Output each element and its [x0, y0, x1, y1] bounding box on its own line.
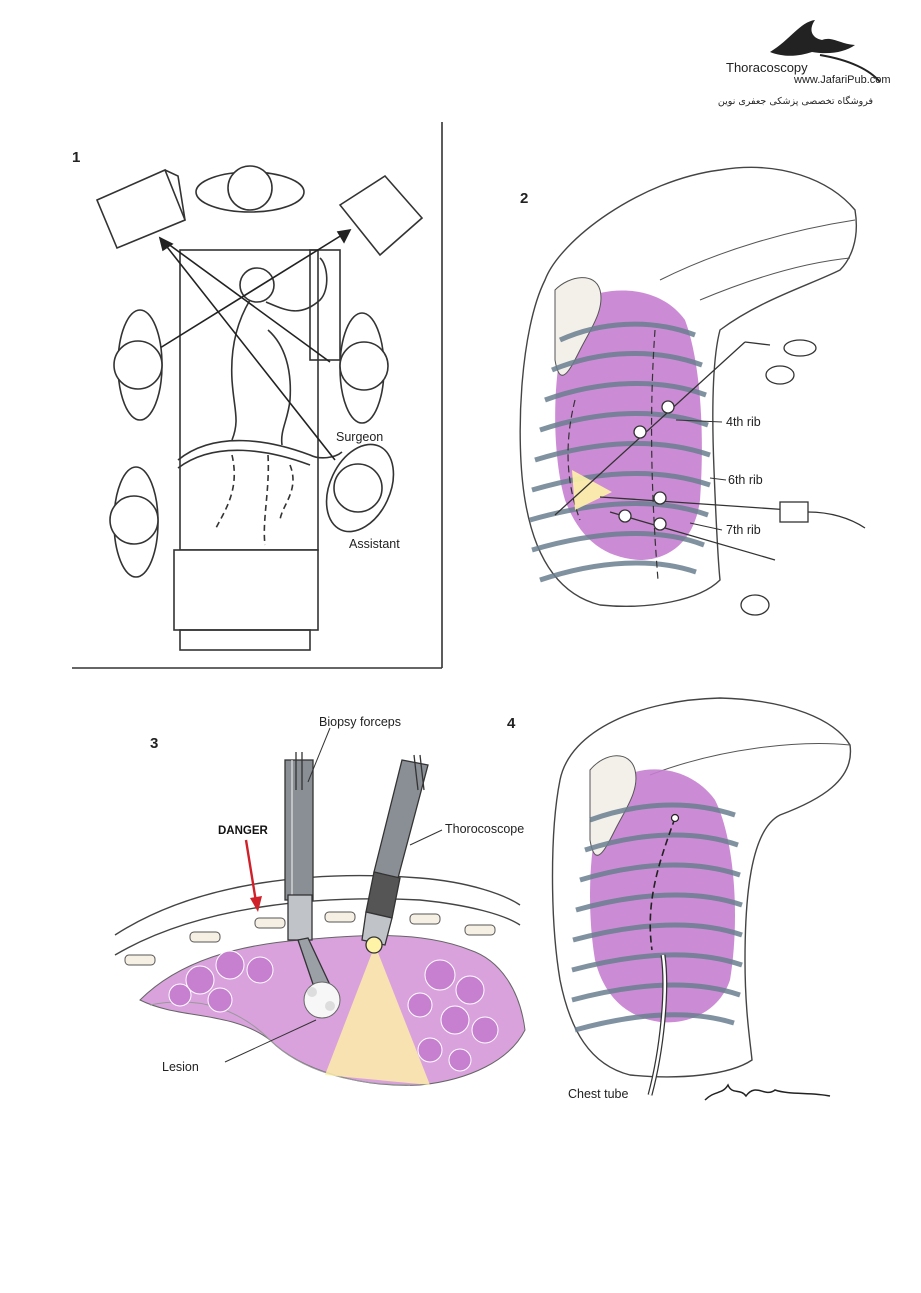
scapula-4	[589, 755, 637, 856]
table-base	[179, 629, 311, 651]
dashed-anterior	[567, 399, 581, 521]
assistant-label: Assistant	[349, 537, 400, 551]
rib-4-label: 4th rib	[726, 415, 761, 429]
scissor-handle-bottom	[740, 594, 770, 616]
header-store-name: فروشگاه تخصصی پزشکی جعفری نوین	[718, 95, 873, 107]
chest-tube-internal	[649, 817, 676, 951]
arm-contour	[699, 257, 851, 301]
panel-2-number: 2	[520, 190, 528, 207]
panel-2-port-placement	[519, 166, 866, 616]
rib-6-label: 6th rib	[728, 473, 763, 487]
rib-sections	[124, 911, 496, 966]
panel-4-number: 4	[507, 715, 516, 732]
danger-arrow	[244, 839, 262, 912]
label-leaders-p2	[675, 419, 727, 531]
shoulder-contour-4	[649, 743, 851, 776]
biopsy-forceps-label: Biopsy forceps	[319, 715, 401, 729]
label-leaders-p3	[224, 727, 443, 1063]
panel-1-or-setup	[72, 122, 443, 669]
table-foot	[173, 549, 319, 631]
anesthetist-figure	[195, 165, 305, 213]
sight-lines	[158, 228, 352, 461]
header-url: www.JafariPub.com	[793, 74, 891, 86]
surgeon-figure	[339, 312, 389, 424]
chest-tube-lumen	[648, 954, 667, 1096]
scissor-handle-mid	[765, 365, 795, 385]
scope-light	[572, 470, 612, 510]
panel-3-number: 3	[150, 735, 158, 752]
artist-signature	[704, 1083, 831, 1101]
panel-1-number: 1	[72, 149, 80, 166]
camera-head	[779, 501, 809, 523]
alveoli-pattern	[168, 950, 499, 1072]
scope-light-cone	[325, 945, 430, 1085]
surgeon-label: Surgeon	[336, 430, 383, 444]
panel-3-biopsy	[114, 727, 526, 1086]
shoulder-contour	[659, 219, 856, 281]
staff-left-lower	[109, 466, 159, 578]
instruments	[554, 339, 866, 616]
lung-fissure	[149, 1001, 411, 1086]
drape-line	[177, 439, 343, 461]
scissor-handle-top	[783, 339, 817, 357]
ribs-4	[571, 802, 743, 1033]
chest-tube-label: Chest tube	[568, 1087, 629, 1101]
ribs	[529, 321, 711, 583]
logo-calligraphy	[770, 20, 855, 56]
right-monitor	[338, 174, 424, 257]
staff-left-upper	[113, 309, 163, 421]
lesion-label: Lesion	[162, 1060, 199, 1074]
thoracoscope	[361, 754, 429, 954]
rib-7-label: 7th rib	[726, 523, 761, 537]
danger-label: DANGER	[218, 825, 269, 837]
lesion	[303, 981, 341, 1019]
thoracoscope-label: Thorocoscope	[445, 822, 524, 836]
panel-4-chest-tube	[551, 697, 852, 1101]
biopsy-forceps	[284, 752, 331, 991]
left-monitor	[95, 168, 187, 250]
header-title: Thoracoscopy	[726, 60, 808, 75]
logo-swash	[819, 54, 881, 83]
assistant-figure	[325, 443, 395, 533]
drape-line-2	[177, 449, 311, 469]
dashed-midaxillary	[650, 329, 659, 581]
chest-tube-tip	[670, 813, 680, 823]
scapula	[554, 277, 602, 376]
arm-board	[309, 249, 341, 361]
publisher-logo	[770, 20, 881, 83]
